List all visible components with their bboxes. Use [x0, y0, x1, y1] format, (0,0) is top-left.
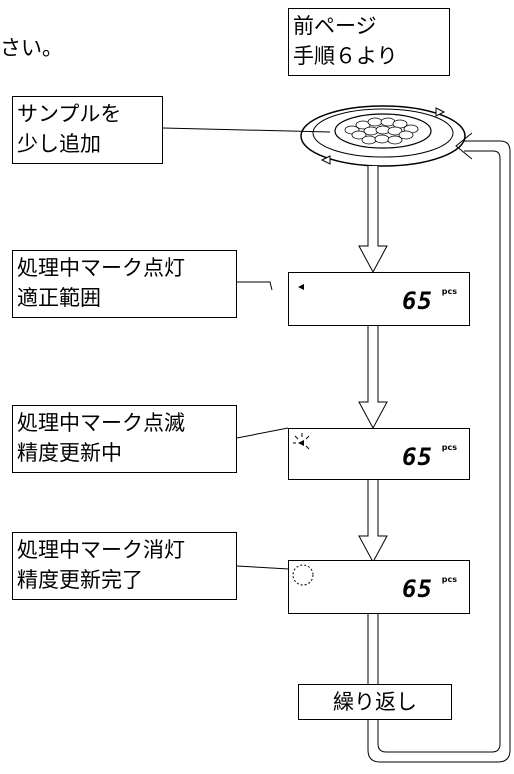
display-unit: pcs — [441, 575, 457, 584]
weighing-pan-icon — [300, 105, 466, 167]
flow-arrows — [358, 166, 388, 564]
leader-lines — [162, 127, 331, 570]
mark-off-dotted-circle-icon — [292, 564, 314, 586]
display-blink: 65 pcs — [288, 428, 470, 480]
processing-mark-icon — [298, 284, 304, 290]
repeat-loop — [367, 132, 511, 763]
blinking-mark-icon — [293, 433, 310, 450]
state-blink-line1: 処理中マーク点滅 — [17, 411, 185, 435]
prev-page-box: 前ページ 手順６より — [288, 8, 450, 76]
prev-page-line1: 前ページ — [293, 14, 377, 38]
display-unit: pcs — [441, 287, 457, 296]
display-count: 65 — [402, 443, 433, 471]
state-off-box: 処理中マーク消灯 精度更新完了 — [12, 532, 237, 600]
display-off: 65 pcs — [288, 560, 470, 614]
state-blink-box: 処理中マーク点滅 精度更新中 — [12, 405, 237, 473]
state-lit-line1: 処理中マーク点灯 — [17, 256, 185, 280]
repeat-box: 繰り返し — [298, 684, 452, 720]
add-sample-line1: サンプルを — [17, 102, 122, 126]
prev-page-line2: 手順６より — [293, 44, 398, 68]
display-count: 65 — [402, 575, 433, 603]
state-blink-line2: 精度更新中 — [17, 441, 122, 465]
state-off-line2: 精度更新完了 — [17, 568, 143, 592]
state-lit-box: 処理中マーク点灯 適正範囲 — [12, 250, 237, 318]
display-unit: pcs — [441, 443, 457, 452]
add-sample-line2: 少し追加 — [17, 132, 101, 156]
intro-text: さい。 — [0, 36, 63, 60]
display-count: 65 — [402, 287, 433, 315]
state-lit-line2: 適正範囲 — [17, 286, 101, 310]
state-off-line1: 処理中マーク消灯 — [17, 538, 185, 562]
add-sample-box: サンプルを 少し追加 — [12, 96, 163, 164]
display-lit: 65 pcs — [288, 272, 470, 326]
